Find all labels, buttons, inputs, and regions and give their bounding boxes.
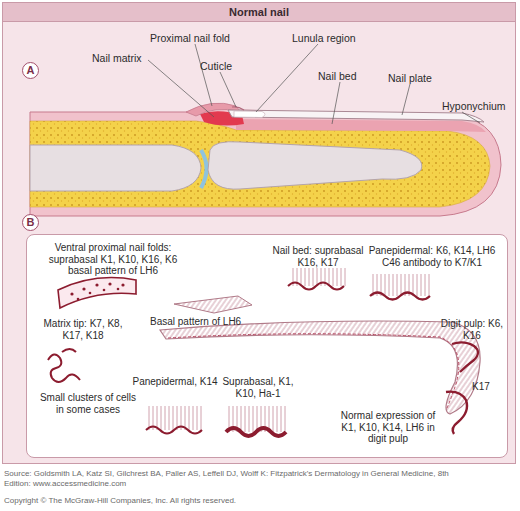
part-label: Lunula region [292, 32, 382, 44]
leader-line [402, 84, 410, 115]
figure-title: Normal nail [2, 2, 516, 22]
expression-note: Matrix tip: K7, K8, K17, K18 [38, 318, 128, 341]
expression-note: Suprabasal, K1, K10, Ha-1 [216, 376, 300, 399]
leader-line [256, 44, 318, 112]
panel-letter-circle: B [22, 214, 39, 231]
panel-letter: B [27, 217, 35, 228]
lunula [234, 111, 265, 118]
leader-line [220, 72, 236, 107]
expression-note: Basal pattern of LH6 [150, 316, 260, 328]
part-label: Nail bed [318, 70, 378, 82]
nail-bed-dermis [236, 119, 486, 132]
finger-section [30, 103, 501, 216]
middle-phalanx [30, 145, 201, 191]
leader-line [195, 44, 212, 106]
matrix-tip-sketch [48, 349, 80, 382]
distal-phalanx [208, 142, 422, 190]
basal-pattern-line [168, 334, 459, 410]
expression-note: Ventral proximal nail folds: suprabasal … [38, 242, 188, 277]
leader-lines [148, 44, 480, 124]
part-label: Nail matrix [92, 52, 172, 64]
expression-note: Normal expression of K1, K10, K14, LH6 i… [332, 410, 444, 445]
panel-letter: A [27, 65, 35, 76]
ventral-fold-sketch [58, 278, 136, 308]
expression-note: Digit pulp: K6, K16 [440, 318, 504, 341]
expression-note: Small clusters of cells in some cases [36, 392, 140, 415]
panel-letter-circle: A [22, 62, 39, 79]
basal-line [288, 283, 344, 290]
k17-sketch [446, 392, 467, 434]
expression-note: K17 [472, 381, 502, 393]
cell-dots [70, 282, 124, 300]
suprabasal-line [226, 428, 286, 436]
fat-tissue [30, 121, 490, 207]
digit-pulp-sketch [452, 342, 478, 372]
copyright-note: Copyright © The McGraw-Hill Companies, I… [4, 496, 404, 505]
joint-cartilage [201, 150, 207, 188]
part-label: Cuticle [200, 60, 260, 72]
part-label: Nail plate [388, 72, 458, 84]
basal-line [146, 427, 202, 434]
skin [30, 105, 501, 216]
leader-line [332, 82, 340, 124]
source-caption: Source: Goldsmith LA, Katz SI, Gilchrest… [4, 469, 474, 490]
expression-note: Nail bed: suprabasal K16, K17 [268, 245, 368, 268]
expression-note: Panepidermal: K6, K14, LH6 C46 antibody … [362, 245, 502, 268]
cuticle [232, 107, 244, 110]
nail-unit-outline [160, 321, 480, 414]
part-label: Proximal nail fold [150, 32, 240, 44]
part-label: Hyponychium [442, 100, 517, 112]
leader-line [462, 112, 480, 123]
basal-line [370, 293, 430, 300]
expression-note: Panepidermal, K14 [132, 376, 218, 388]
proximal-fold-outline [174, 296, 252, 313]
